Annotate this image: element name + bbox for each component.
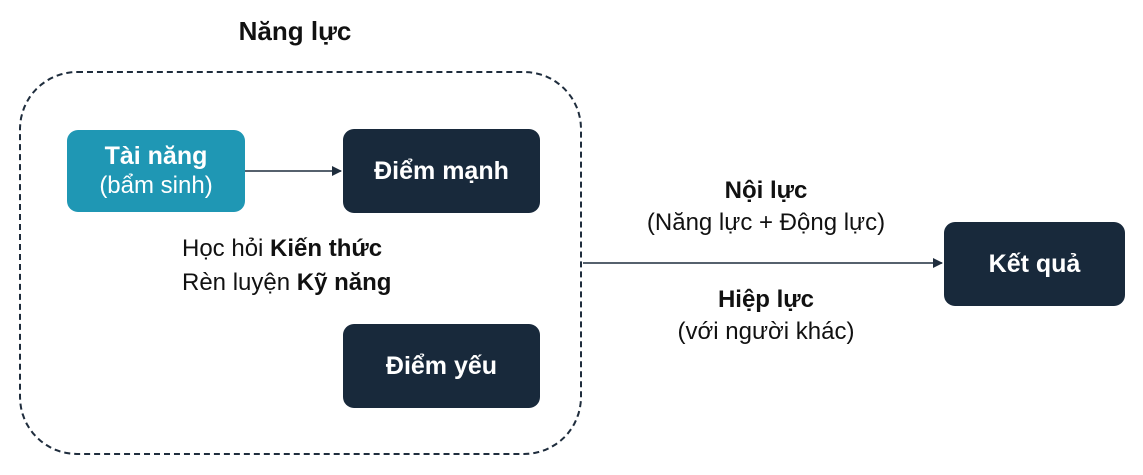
strength-label: Điểm mạnh	[374, 157, 509, 185]
inner-force-detail: (Năng lực + Động lực)	[646, 209, 886, 236]
strength-node: Điểm mạnh	[343, 129, 540, 213]
learning-line-knowledge: Học hỏi Kiến thức	[182, 232, 391, 266]
synergy-label: Hiệp lực (với người khác)	[606, 284, 926, 348]
inner-force-title: Nội lực	[724, 177, 808, 204]
nang-luc-group-container	[19, 71, 582, 455]
inner-force-label: Nội lực (Năng lực + Động lực)	[606, 175, 926, 239]
synergy-detail: (với người khác)	[677, 318, 855, 345]
weakness-label: Điểm yếu	[385, 352, 498, 380]
synergy-title: Hiệp lực	[717, 286, 815, 313]
group-title: Năng lực	[238, 16, 352, 46]
talent-node: Tài năng (bẩm sinh)	[67, 130, 245, 212]
skills-label: Kỹ năng	[296, 269, 392, 296]
result-label: Kết quả	[988, 250, 1081, 278]
training-prefix: Rèn luyện	[182, 269, 291, 296]
talent-label: Tài năng	[104, 142, 208, 170]
weakness-node: Điểm yếu	[343, 324, 540, 408]
learning-prefix: Học hỏi	[182, 235, 264, 262]
learning-line-skills: Rèn luyện Kỹ năng	[182, 266, 391, 300]
result-node: Kết quả	[944, 222, 1125, 306]
knowledge-label: Kiến thức	[270, 235, 383, 262]
learning-text: Học hỏi Kiến thức Rèn luyện Kỹ năng	[182, 232, 391, 300]
talent-sublabel: (bẩm sinh)	[99, 172, 213, 199]
